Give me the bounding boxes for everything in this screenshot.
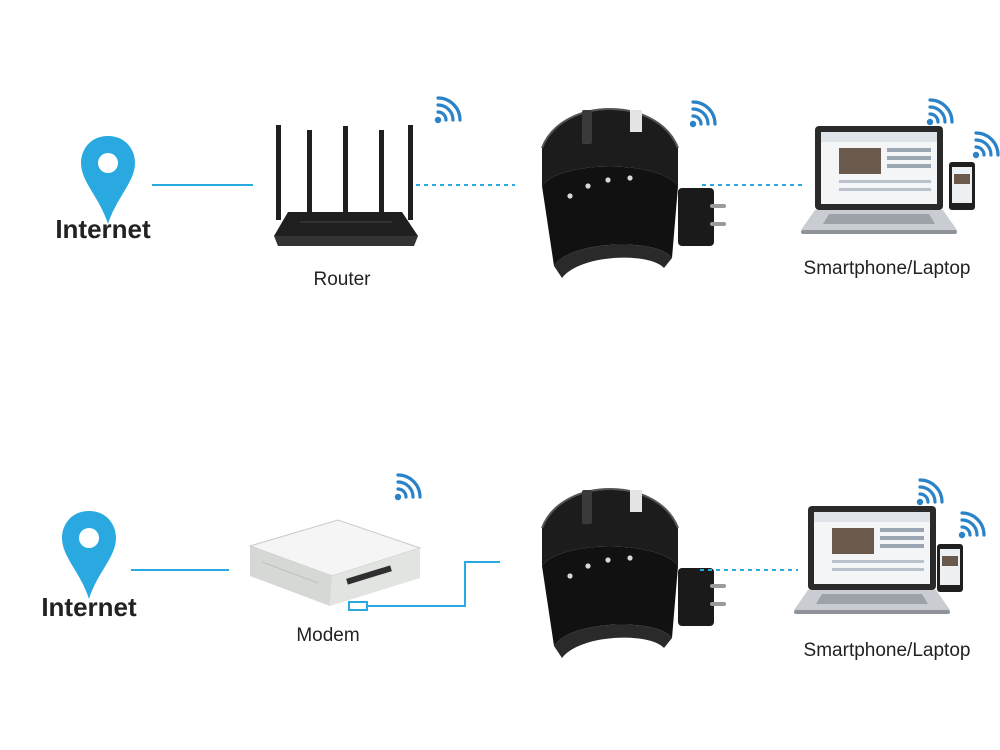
wifi-signal-icon — [925, 98, 954, 127]
laptop-device — [801, 126, 957, 234]
smartphone-device — [937, 544, 963, 592]
top-row: Internet Router Smartphone/Laptop — [55, 96, 1000, 290]
router-label: Router — [313, 269, 371, 290]
location-pin-icon — [62, 511, 116, 599]
wifi-signal-icon — [393, 473, 422, 502]
internet-label: Internet — [41, 592, 137, 622]
ethernet-cable — [367, 561, 500, 607]
laptop-device — [794, 506, 950, 614]
router-device — [274, 125, 418, 246]
wifi-repeater-device — [540, 487, 726, 660]
location-pin-icon — [81, 136, 135, 224]
client-label: Smartphone/Laptop — [804, 258, 971, 279]
wifi-signal-icon — [433, 96, 462, 125]
wifi-repeater-device — [540, 107, 726, 280]
ethernet-port — [348, 601, 368, 611]
bottom-row: Internet Modem Smartphone/Laptop — [41, 473, 986, 661]
wifi-signal-icon — [957, 511, 986, 540]
client-label: Smartphone/Laptop — [804, 640, 971, 661]
internet-label: Internet — [55, 214, 151, 244]
wifi-signal-icon — [971, 131, 1000, 160]
smartphone-device — [949, 162, 975, 210]
wifi-signal-icon — [915, 478, 944, 507]
modem-label: Modem — [296, 625, 359, 646]
modem-device — [248, 519, 422, 606]
wifi-signal-icon — [688, 100, 717, 129]
